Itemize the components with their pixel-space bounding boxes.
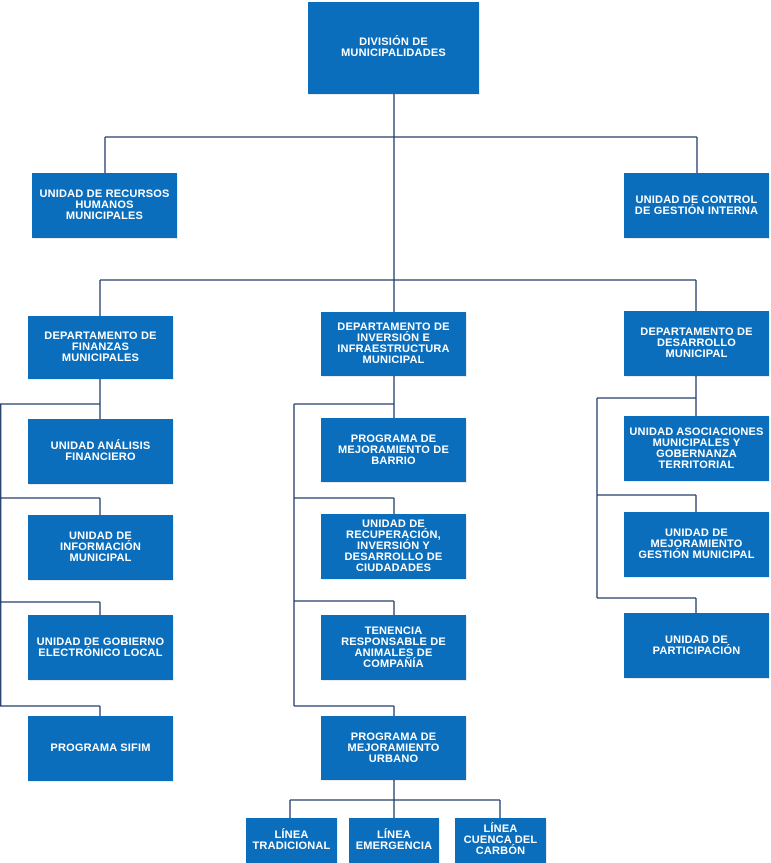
inversion-item-2-label: UNIDAD DE RECUPERACIÓN, INVERSIÓN Y DESA…: [344, 518, 443, 574]
linea-cuenca-carbon-box: LÍNEA CUENCA DEL CARBÓN: [455, 818, 546, 863]
finanzas-item-2-label: UNIDAD DE INFORMACIÓN MUNICIPAL: [59, 530, 142, 564]
dept-finanzas-box: DEPARTAMENTO DE FINANZAS MUNICIPALES: [28, 316, 173, 379]
division-title: DIVISIÓN DE MUNICIPALIDADES: [341, 36, 446, 59]
finanzas-item-2: UNIDAD DE INFORMACIÓN MUNICIPAL: [28, 515, 173, 580]
division-municipalidades-box: DIVISIÓN DE MUNICIPALIDADES: [308, 2, 479, 94]
unit-recursos-humanos-label: UNIDAD DE RECURSOS HUMANOS MUNICIPALES: [39, 188, 170, 222]
linea-tradicional-label: LÍNEA TRADICIONAL: [252, 828, 331, 852]
unit-control-gestion-label: UNIDAD DE CONTROL DE GESTIÓN INTERNA: [634, 193, 759, 217]
desarrollo-item-2: UNIDAD DE MEJORAMIENTO GESTIÓN MUNICIPAL: [624, 512, 769, 577]
finanzas-item-3: UNIDAD DE GOBIERNO ELECTRÓNICO LOCAL: [28, 615, 173, 680]
dept-desarrollo-box: DEPARTAMENTO DE DESARROLLO MUNICIPAL: [624, 311, 769, 376]
desarrollo-item-3: UNIDAD DE PARTICIPACIÓN: [624, 613, 769, 678]
finanzas-item-4: PROGRAMA SIFIM: [28, 716, 173, 781]
inversion-item-3-label: TENENCIA RESPONSABLE DE ANIMALES DE COMP…: [341, 624, 446, 670]
dept-finanzas-label: DEPARTAMENTO DE FINANZAS MUNICIPALES: [44, 330, 157, 364]
inversion-item-3: TENENCIA RESPONSABLE DE ANIMALES DE COMP…: [321, 615, 466, 680]
desarrollo-item-1: UNIDAD ASOCIACIONES MUNICIPALES Y GOBERN…: [624, 416, 769, 481]
inversion-item-4: PROGRAMA DE MEJORAMIENTO URBANO: [321, 716, 466, 780]
inversion-item-1: PROGRAMA DE MEJORAMIENTO DE BARRIO: [321, 418, 466, 482]
linea-tradicional-box: LÍNEA TRADICIONAL: [246, 818, 337, 863]
dept-inversion-label: DEPARTAMENTO DE INVERSIÓN E INFRAESTRUCT…: [337, 321, 450, 366]
inversion-item-2: UNIDAD DE RECUPERACIÓN, INVERSIÓN Y DESA…: [321, 514, 466, 579]
inversion-item-4-label: PROGRAMA DE MEJORAMIENTO URBANO: [347, 730, 440, 765]
finanzas-item-1-label: UNIDAD ANÁLISIS FINANCIERO: [50, 439, 151, 463]
inversion-item-1-label: PROGRAMA DE MEJORAMIENTO DE BARRIO: [338, 432, 449, 467]
dept-inversion-box: DEPARTAMENTO DE INVERSIÓN E INFRAESTRUCT…: [321, 312, 466, 376]
finanzas-item-1: UNIDAD ANÁLISIS FINANCIERO: [28, 419, 173, 484]
desarrollo-item-3-label: UNIDAD DE PARTICIPACIÓN: [652, 633, 741, 657]
unit-control-gestion-box: UNIDAD DE CONTROL DE GESTIÓN INTERNA: [624, 173, 769, 238]
linea-emergencia-label: LÍNEA EMERGENCIA: [355, 828, 433, 852]
desarrollo-item-2-label: UNIDAD DE MEJORAMIENTO GESTIÓN MUNICIPAL: [638, 527, 755, 561]
finanzas-item-4-label: PROGRAMA SIFIM: [50, 742, 151, 754]
dept-desarrollo-label: DEPARTAMENTO DE DESARROLLO MUNICIPAL: [640, 326, 753, 360]
linea-emergencia-box: LÍNEA EMERGENCIA: [349, 818, 439, 863]
unit-recursos-humanos-box: UNIDAD DE RECURSOS HUMANOS MUNICIPALES: [32, 173, 177, 238]
linea-cuenca-carbon-label: LÍNEA CUENCA DEL CARBÓN: [463, 823, 538, 857]
desarrollo-item-1-label: UNIDAD ASOCIACIONES MUNICIPALES Y GOBERN…: [629, 425, 764, 471]
finanzas-item-3-label: UNIDAD DE GOBIERNO ELECTRÓNICO LOCAL: [36, 635, 165, 659]
